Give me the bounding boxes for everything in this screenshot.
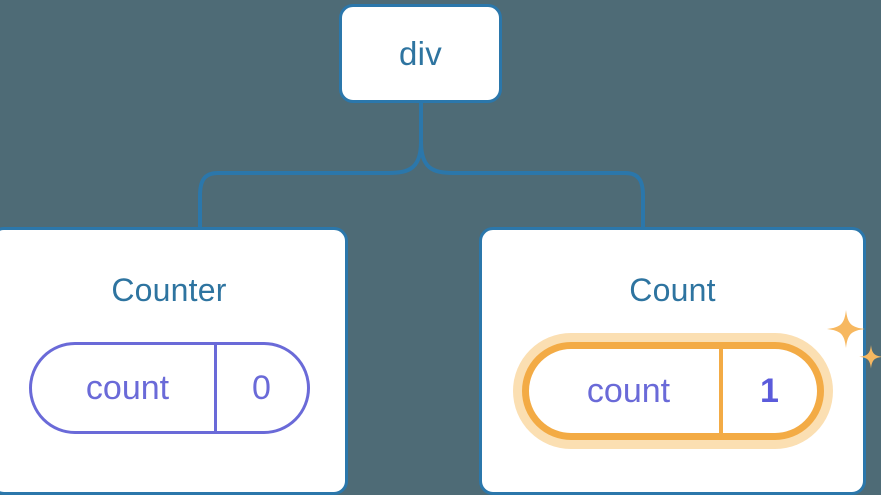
connector-branch-left (198, 140, 423, 231)
node-title-counter: Counter (111, 272, 227, 308)
connector-branch-right (419, 140, 645, 231)
tree-node-counter[interactable]: Counter count 0 (0, 227, 348, 495)
state-pill-counter[interactable]: count 0 (28, 342, 310, 434)
tree-node-div[interactable]: div (339, 4, 502, 103)
state-value-counter: 0 (213, 345, 307, 431)
tree-node-count[interactable]: Count count 1 (479, 227, 881, 495)
sparkles-icon (820, 308, 881, 382)
sparkle-small (858, 345, 881, 369)
node-title-count: Count (629, 272, 716, 308)
node-title-div: div (398, 35, 443, 72)
state-key-count: count (586, 372, 671, 410)
state-key-counter: count (85, 369, 170, 407)
state-pill-wrap-count: count 1 (521, 310, 881, 440)
state-pill-wrap-counter: count 0 (28, 342, 310, 434)
sparkle-large (826, 310, 865, 348)
state-value-count: 1 (718, 349, 817, 433)
state-pill-count[interactable]: count 1 (521, 342, 824, 440)
